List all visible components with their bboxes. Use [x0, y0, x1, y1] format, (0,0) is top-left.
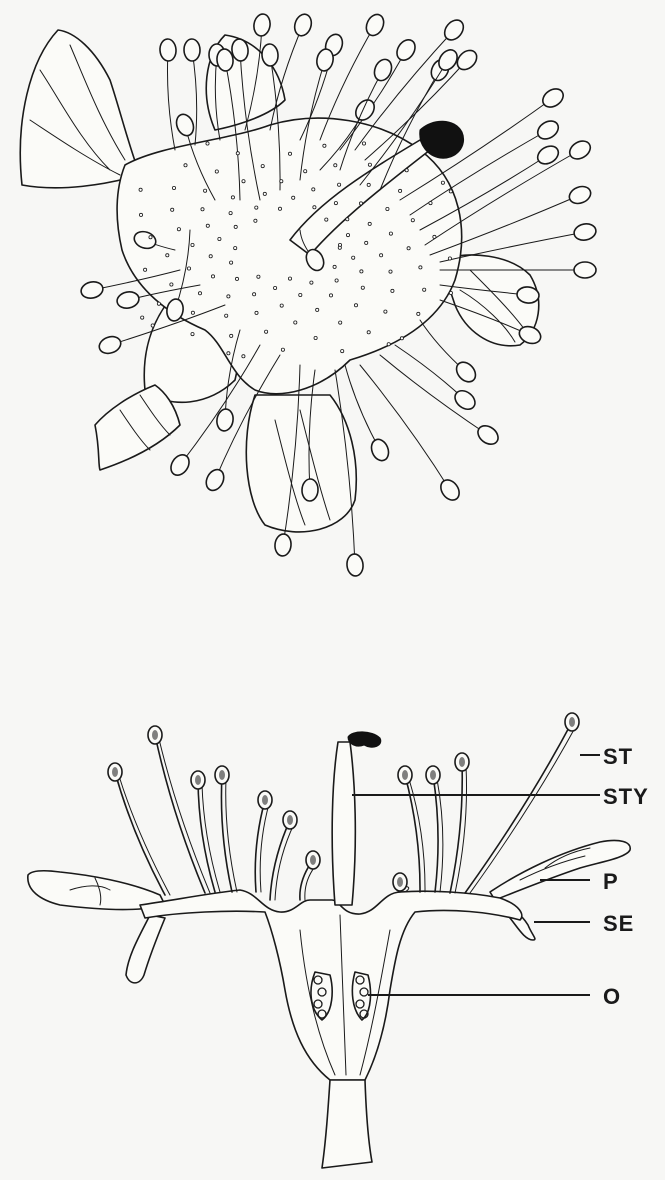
- filament: [450, 762, 462, 893]
- filament: [221, 775, 232, 892]
- pedicel-section: [322, 1080, 372, 1168]
- pedicel-stub: [95, 385, 180, 470]
- anther: [261, 43, 279, 66]
- filament: [270, 820, 290, 900]
- anther: [97, 334, 123, 356]
- anther: [80, 280, 105, 300]
- anther: [368, 437, 391, 463]
- anther: [173, 112, 196, 138]
- label-sty: STY: [603, 784, 649, 810]
- anther: [534, 143, 561, 168]
- anther: [539, 85, 566, 111]
- anther: [573, 222, 598, 242]
- anther: [437, 476, 463, 503]
- label-p: P: [603, 869, 619, 895]
- anther: [159, 38, 176, 61]
- anther: [454, 47, 481, 74]
- anther: [203, 467, 227, 494]
- filament: [433, 775, 438, 892]
- label-se: SE: [603, 911, 634, 937]
- anther: [252, 13, 271, 37]
- anther: [184, 39, 201, 61]
- anther: [274, 533, 292, 556]
- label-st: ST: [603, 744, 633, 770]
- anther: [534, 117, 561, 142]
- anther: [302, 479, 319, 502]
- anther: [371, 57, 394, 84]
- anther: [346, 553, 364, 577]
- filament: [167, 50, 175, 150]
- left-sepal: [126, 915, 165, 983]
- anther: [292, 12, 314, 38]
- style-column: [332, 742, 355, 905]
- anther: [167, 451, 193, 478]
- petal-upper-left: [20, 30, 140, 188]
- label-o: O: [603, 984, 621, 1010]
- flower-section-view: [28, 713, 630, 1168]
- anther: [363, 12, 387, 39]
- filament: [395, 345, 465, 400]
- filament: [360, 365, 450, 490]
- anther: [352, 96, 378, 123]
- anther: [566, 137, 593, 162]
- anther: [116, 290, 141, 310]
- anther: [574, 262, 596, 278]
- anther: [567, 183, 593, 206]
- filament: [198, 780, 215, 892]
- stigma-section: [348, 732, 381, 747]
- anther: [474, 422, 501, 448]
- anther: [453, 358, 480, 385]
- flower-face-view: [20, 12, 597, 577]
- anther: [393, 36, 418, 63]
